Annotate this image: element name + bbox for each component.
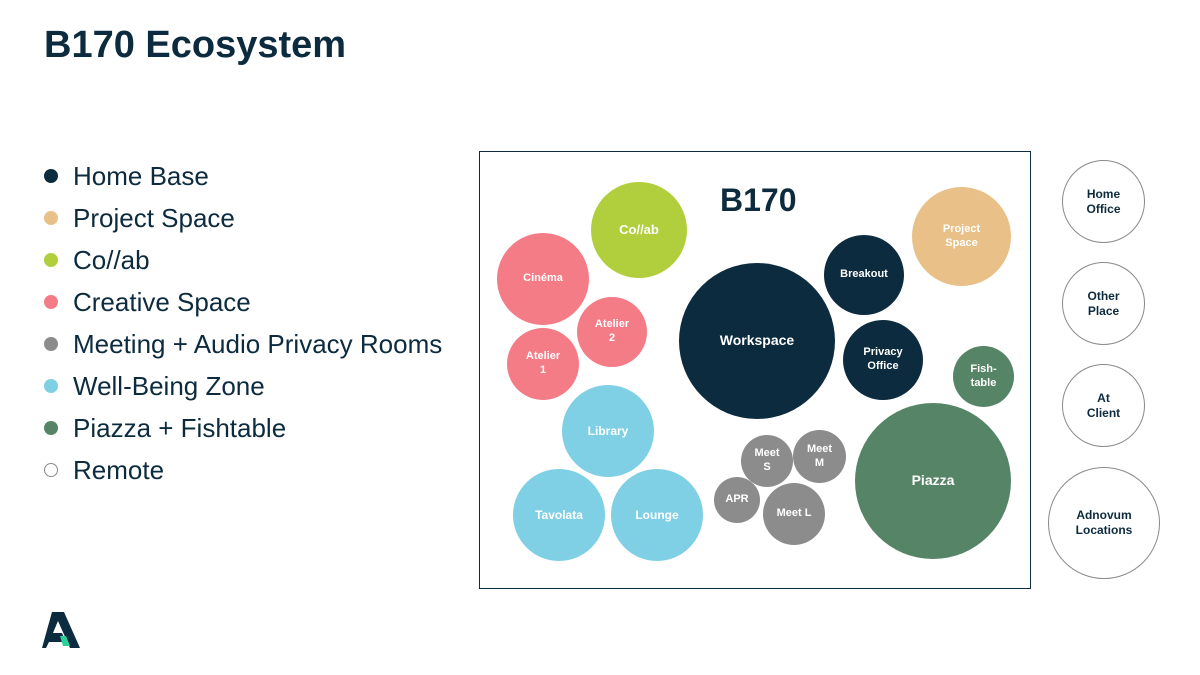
adnovum-a-logo-icon — [42, 612, 80, 648]
legend-item-project-space: Project Space — [44, 197, 442, 239]
at-client-bubble: At Client — [1062, 364, 1145, 447]
piazza-dot-icon — [44, 421, 58, 435]
piazza-label: Piazza — [911, 472, 955, 489]
well-being-dot-icon — [44, 379, 58, 393]
piazza-bubble: Piazza — [855, 403, 1011, 559]
at-client-label: At Client — [1086, 390, 1121, 420]
legend-item-creative-space: Creative Space — [44, 281, 442, 323]
legend-item-remote: Remote — [44, 449, 442, 491]
apr-bubble: APR — [714, 477, 760, 523]
legend: Home Base Project Space Co//ab Creative … — [44, 155, 442, 491]
adnovum-locations-label: Adnovum Locations — [1075, 508, 1133, 537]
workspace-label: Workspace — [719, 332, 795, 349]
meeting-rooms-dot-icon — [44, 337, 58, 351]
creative-space-dot-icon — [44, 295, 58, 309]
library-bubble: Library — [562, 385, 654, 477]
legend-label: Well-Being Zone — [73, 370, 265, 401]
project-space-bubble: Project Space — [912, 187, 1011, 286]
legend-item-well-being-zone: Well-Being Zone — [44, 365, 442, 407]
legend-label: Piazza + Fishtable — [73, 412, 287, 443]
legend-label: Home Base — [73, 160, 209, 191]
legend-label: Co//ab — [73, 244, 150, 275]
remote-dot-icon — [44, 463, 58, 477]
other-place-label: Other Place — [1087, 288, 1120, 318]
meet-l-label: Meet L — [776, 507, 812, 520]
legend-item-collab: Co//ab — [44, 239, 442, 281]
meet-l-bubble: Meet L — [763, 483, 825, 545]
legend-label: Remote — [73, 454, 165, 485]
tavolata-label: Tavolata — [535, 507, 583, 522]
fishtable-bubble: Fish- table — [953, 346, 1014, 407]
atelier-2-label: Atelier 2 — [594, 318, 630, 344]
legend-label: Meeting + Audio Privacy Rooms — [73, 328, 443, 359]
b170-frame — [479, 151, 1031, 589]
project-space-label: Project Space — [942, 222, 981, 249]
breakout-bubble: Breakout — [824, 235, 904, 315]
cinema-bubble: Cinéma — [497, 233, 589, 325]
breakout-label: Breakout — [840, 268, 888, 281]
diagram-title: B170 — [720, 182, 797, 218]
legend-item-meeting-rooms: Meeting + Audio Privacy Rooms — [44, 323, 442, 365]
lounge-label: Lounge — [635, 507, 679, 522]
other-place-bubble: Other Place — [1062, 262, 1145, 345]
atelier-2-bubble: Atelier 2 — [577, 297, 647, 367]
legend-item-home-base: Home Base — [44, 155, 442, 197]
tavolata-bubble: Tavolata — [513, 469, 605, 561]
home-base-dot-icon — [44, 169, 58, 183]
meet-s-label: Meet S — [754, 447, 780, 473]
legend-item-piazza-fishtable: Piazza + Fishtable — [44, 407, 442, 449]
workspace-bubble: Workspace — [679, 263, 835, 419]
privacy-office-bubble: Privacy Office — [843, 320, 923, 400]
home-office-bubble: Home Office — [1062, 160, 1145, 243]
legend-label: Creative Space — [73, 286, 251, 317]
library-label: Library — [587, 423, 629, 438]
slide-title: B170 Ecosystem — [44, 24, 347, 66]
lounge-bubble: Lounge — [611, 469, 703, 561]
legend-label: Project Space — [73, 202, 235, 233]
fishtable-label: Fish- table — [970, 362, 997, 389]
meet-m-label: Meet M — [806, 442, 833, 469]
privacy-office-label: Privacy Office — [863, 346, 903, 372]
collab-bubble: Co//ab — [591, 182, 687, 278]
home-office-label: Home Office — [1086, 186, 1121, 216]
collab-label: Co//ab — [619, 221, 659, 237]
meet-m-bubble: Meet M — [793, 430, 846, 483]
adnovum-locations-bubble: Adnovum Locations — [1048, 467, 1160, 579]
atelier-1-label: Atelier 1 — [525, 350, 561, 376]
atelier-1-bubble: Atelier 1 — [507, 328, 579, 400]
collab-dot-icon — [44, 253, 58, 267]
apr-label: APR — [725, 493, 749, 506]
meet-s-bubble: Meet S — [741, 435, 793, 487]
project-space-dot-icon — [44, 211, 58, 225]
cinema-label: Cinéma — [523, 272, 563, 285]
